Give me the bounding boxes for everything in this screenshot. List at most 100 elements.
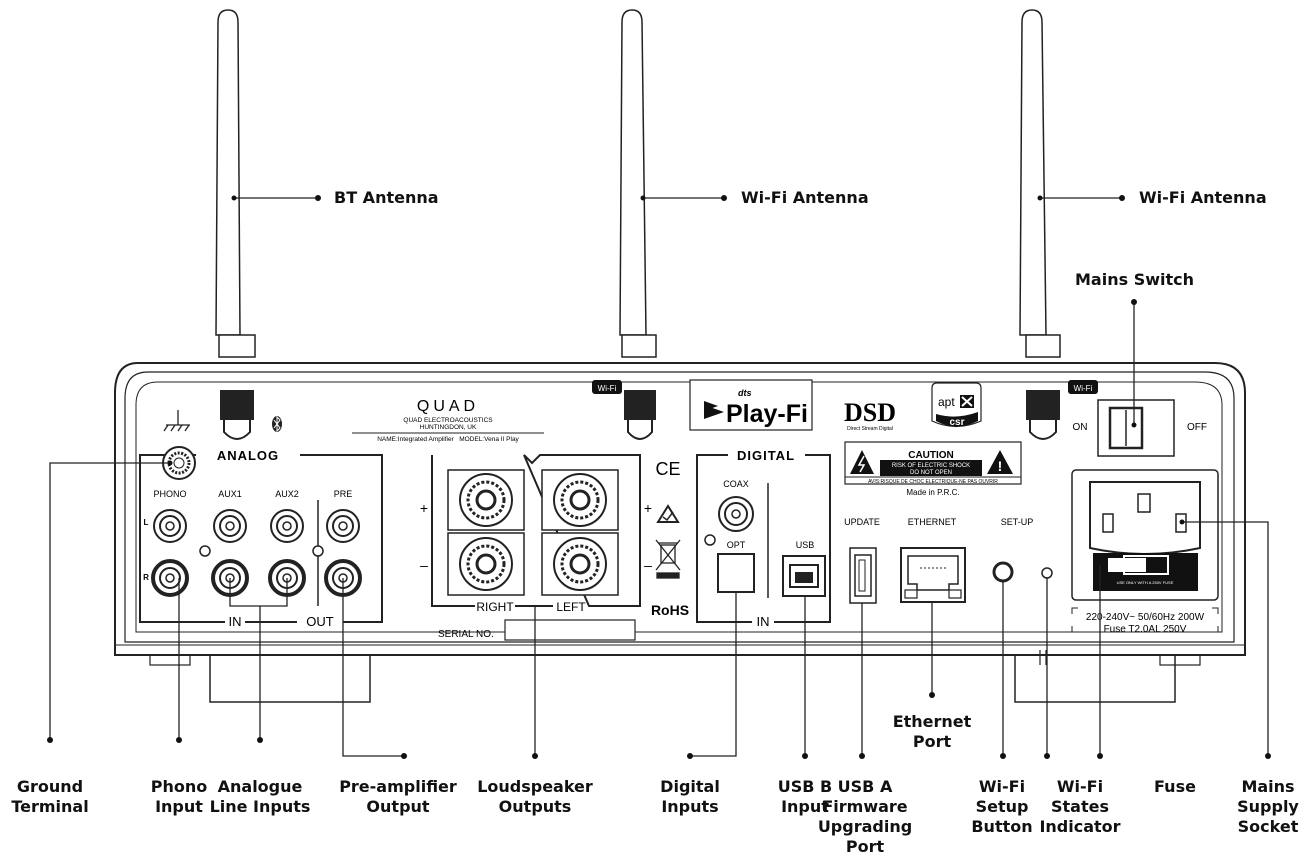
- name-model-text: NAME:Integrated Amplifier MODEL:Vena II …: [377, 436, 519, 443]
- plus-right: +: [644, 500, 652, 516]
- callout-line: Digital: [660, 777, 720, 796]
- callout-line: Outputs: [498, 797, 572, 816]
- rcm-mark: [656, 504, 680, 523]
- phono-l-jack: [153, 509, 187, 543]
- caution-text: CAUTION: [908, 450, 954, 461]
- callout-line: Line Inputs: [209, 797, 311, 816]
- plus-left: +: [420, 500, 428, 516]
- callout-line: Ethernet: [892, 712, 972, 731]
- callout-line: Analogue: [217, 777, 303, 796]
- update-label: UPDATE: [844, 517, 880, 527]
- callout-line: Socket: [1237, 817, 1299, 836]
- caution-line1-text: RISK OF ELECTRIC SHOCK: [892, 463, 970, 469]
- brand-text: QUAD: [417, 398, 479, 415]
- callout-mains-supply-socket: Mains Supply Socket: [1226, 777, 1310, 837]
- analog-in-label: IN: [229, 614, 242, 629]
- bt-antenna: [215, 9, 256, 440]
- callout-analogue-line-inputs: Analogue Line Inputs: [200, 777, 320, 817]
- mains-switch-assembly: ON OFF: [1073, 399, 1207, 457]
- network-section: UPDATE ETHERNET SET-UP: [844, 517, 1053, 604]
- callout-line: Supply: [1237, 797, 1299, 816]
- aux2-l-jack: [270, 509, 304, 543]
- callout-line: Input: [781, 797, 829, 816]
- callout-line: Phono: [150, 777, 208, 796]
- callout-line: Port: [912, 732, 952, 751]
- aux2-label: AUX2: [275, 489, 299, 499]
- callout-wifi-antenna-1: Wi-Fi Antenna: [741, 188, 869, 207]
- dsd-sub-text: Direct Stream Digital: [847, 426, 893, 432]
- analog-heading: ANALOG: [217, 448, 279, 463]
- callout-preamp-output: Pre-amplifier Output: [333, 777, 463, 817]
- quad-label: QUAD QUAD ELECTROACOUSTICS HUNTINGDON, U…: [352, 398, 544, 443]
- callout-line: Firmware: [822, 797, 908, 816]
- made-in-text: Made in P.R.C.: [906, 488, 959, 497]
- callout-line: Indicator: [1039, 817, 1121, 836]
- callout-line: Mains: [1241, 777, 1295, 796]
- left-label: LEFT: [556, 600, 586, 614]
- usb-label: USB: [796, 540, 815, 550]
- playfi-dts-text: dts: [738, 388, 752, 398]
- callout-line: Inputs: [661, 797, 719, 816]
- aptx-logo: apt csr: [931, 382, 982, 428]
- speaker-terminal: [447, 469, 525, 531]
- callout-loudspeaker-outputs: Loudspeaker Outputs: [475, 777, 595, 817]
- minus-left: –: [420, 557, 428, 573]
- leader-lines: [49, 197, 1269, 757]
- callout-line: Fuse: [1154, 777, 1196, 796]
- phono-label: PHONO: [153, 489, 186, 499]
- callout-fuse: Fuse: [1140, 777, 1210, 797]
- coax-jack: [718, 496, 754, 532]
- aptx-text: apt: [938, 395, 955, 409]
- ground-terminal: [162, 446, 196, 480]
- callout-line: Setup: [975, 797, 1029, 816]
- weee-icon: [655, 539, 681, 579]
- callout-ground-terminal: Ground Terminal: [0, 777, 100, 817]
- callout-line: Pre-amplifier: [339, 777, 457, 796]
- pre-l-jack: [326, 509, 360, 543]
- callout-line: Ground: [16, 777, 84, 796]
- usb-b-jack: [782, 555, 826, 597]
- off-label: OFF: [1187, 422, 1207, 433]
- callout-line: Input: [155, 797, 203, 816]
- speaker-terminal: [541, 532, 619, 596]
- csr-text: csr: [949, 417, 964, 428]
- ce-mark: CE: [655, 459, 680, 479]
- callout-line: Wi-Fi: [1056, 777, 1104, 796]
- setup-label: SET-UP: [1001, 517, 1034, 527]
- avis-text: AVIS:RISQUE DE CHOC ELECTRIQUE-NE PAS OU…: [868, 479, 998, 485]
- callout-phono-input: Phono Input: [129, 777, 229, 817]
- speaker-terminal: [541, 469, 619, 531]
- callout-line: USB A: [837, 777, 893, 796]
- callout-usb-b-input: USB B Input: [760, 777, 850, 817]
- callout-line: Port: [845, 837, 885, 856]
- caution-line2-text: DO NOT OPEN: [910, 470, 952, 476]
- minus-right: –: [644, 557, 652, 573]
- aux1-l-jack: [213, 509, 247, 543]
- left-channel-label: L: [144, 518, 149, 527]
- on-label: ON: [1073, 422, 1088, 433]
- wifi-badge-1: Wi-Fi: [592, 380, 622, 394]
- analog-section: ANALOG PHONO AUX1 AUX2 PRE L R IN OUT: [139, 448, 383, 629]
- wifi-badge-2: Wi-Fi: [1068, 380, 1098, 394]
- callout-usb-a-port: USB A Firmware Upgrading Port: [810, 777, 920, 857]
- analog-out-label: OUT: [306, 614, 334, 629]
- callout-line: Button: [971, 817, 1033, 836]
- callout-line: Terminal: [11, 797, 89, 816]
- digital-section: DIGITAL COAX OPT USB IN: [696, 448, 831, 629]
- fuse-spec-text: Fuse T2.0AL 250V: [1104, 624, 1187, 635]
- caution-label: ! CAUTION RISK OF ELECTRIC SHOCK DO NOT …: [844, 441, 1022, 497]
- optical-jack: [717, 553, 755, 593]
- power-spec-text: 220-240V~ 50/60Hz 200W: [1086, 612, 1205, 623]
- company-text: QUAD ELECTROACOUSTICS: [403, 417, 493, 424]
- dsd-logo: DSD Direct Stream Digital: [844, 398, 896, 432]
- playfi-logo: dts Play-Fi: [689, 379, 813, 431]
- wifi-antenna-1: [619, 9, 657, 440]
- callout-wifi-antenna-2: Wi-Fi Antenna: [1139, 188, 1267, 207]
- callout-ethernet-port: Ethernet Port: [882, 712, 982, 752]
- playfi-text: Play-Fi: [726, 400, 808, 428]
- leader-dots: [47, 195, 1271, 759]
- right-label: RIGHT: [476, 600, 514, 614]
- loudspeaker-section: RIGHT LEFT + – + – SERIAL NO.: [420, 454, 652, 641]
- wifi-badge-text: Wi-Fi: [1074, 384, 1093, 393]
- callout-line: Wi-Fi: [978, 777, 1026, 796]
